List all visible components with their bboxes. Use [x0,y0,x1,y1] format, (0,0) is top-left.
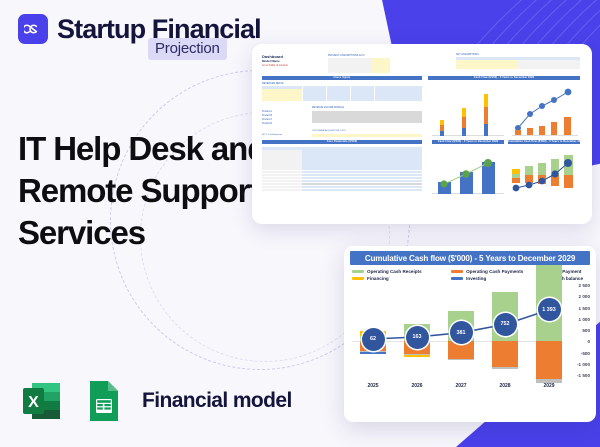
mini-chart-net-cash-flow [432,152,504,202]
x-tick: 2028 [499,383,511,389]
block-label-revenues-detail: REVENUES DETAIL [262,82,285,85]
bar-segment-operating-payments [448,341,474,359]
page-title: IT Help Desk and Remote Support Services [18,130,267,251]
bar-segment-tax-payment [536,379,562,384]
footer-label: Financial model [142,389,292,412]
dashboard-subtitle: Model Name [262,59,280,63]
brand-name: Startup Financial [57,13,262,44]
dashboard-preview-card[interactable]: Dashboard Model Name Go to Table of Cont… [252,44,592,224]
block-label-revenue-volume: REVENUE VOLUME MODULE [312,107,344,109]
y-tick: 0 [587,339,590,345]
microsoft-excel-icon: X [23,383,60,419]
brand-lockup: Startup Financial [18,13,262,44]
dashboard-preview-inner: Dashboard Model Name Go to Table of Cont… [256,48,588,220]
legend-label: Tax Payment [553,268,582,274]
legend-label: Operating Cash Payments [466,268,524,274]
block-label-cac: CUSTOMER ACQUISITION COST [312,130,346,132]
revenues-detail-table [262,86,422,101]
mini-chart-profitability [512,84,578,136]
bar-segment-operating-payments [492,341,518,367]
row-label-product-d: Product D [262,123,273,125]
section-header-user-inputs: Users Inputs [262,76,422,80]
legend-swatch-icon [352,269,364,273]
chart-bars-area: 62 163 381 752 1 393 [352,264,562,384]
core-financials-table [262,147,422,192]
y-tick: -1 000 [576,361,590,367]
data-label-2027: 381 [449,321,473,345]
mini-chart-revenues [432,84,504,136]
chart-title: Cumulative Cash flow ($'000) - 5 Years t… [350,251,590,265]
legend-item-operating-cash-receipts: Operating Cash Receipts [352,269,451,274]
data-label-2026: 163 [405,325,429,349]
revenue-volume-table [312,111,422,123]
y-tick: 2 500 [578,283,591,288]
section-header-cashflow-2: Cash Flow ($'000) - 5 Years to December … [432,140,504,144]
bar-segment-tax-payment [492,366,518,370]
dashboard-toc-link[interactable]: Go to Table of Content [262,63,288,67]
format-footer: X Financial model [18,377,292,425]
y-tick: 1 500 [578,305,591,311]
block-label-kpi: KPI / % of Revenues [262,134,283,136]
y-tick: 1 000 [578,316,591,322]
data-label-2025: 62 [361,327,385,351]
legend-label: Cash balance [553,276,584,281]
key-assumption-table [456,57,580,69]
legend-item-operating-cash-payments: Operating Cash Payments [451,269,538,274]
data-label-2029: 1 393 [537,298,561,322]
legend-label: Operating Cash Receipts [367,268,422,274]
legend-label: Investing [466,276,487,281]
svg-text:X: X [28,394,39,411]
chart-plot: 2 500 2 000 1 500 1 000 500 0 -500 -1 00… [350,264,591,391]
y-tick: -500 [580,350,590,356]
assumption-table [328,58,391,73]
section-header-cumulative: Cumulative Cash flow ($'000) - 5 Years t… [508,140,580,144]
legend-item-financing: Financing [352,276,451,281]
legend-label: Financing [367,276,389,281]
row-label-product-c: Product C [262,119,273,121]
y-tick: -1 500 [576,373,590,378]
cumulative-cashflow-chart-card[interactable]: Cumulative Cash flow ($'000) - 5 Years t… [344,246,596,422]
bar-segment-tax-payment [404,354,430,356]
google-sheets-icon [90,381,118,421]
y-tick: 2 000 [578,294,591,300]
section-header-core-financials: Core Financials ($'000) [262,140,422,144]
y-tick: 500 [582,328,590,333]
chart-y-axis: 2 500 2 000 1 500 1 000 500 0 -500 -1 00… [558,283,591,378]
row-label-product-a: Product A [262,111,272,113]
brand-badge: Projection [148,38,227,60]
bar-segment-financing [404,355,430,358]
bar-segment-tax-payment [360,351,386,353]
dashboard-title: Dashboard [262,54,283,59]
x-tick: 2026 [411,383,423,389]
legend-swatch-icon [352,277,364,280]
x-tick: 2029 [543,383,555,389]
bar-segment-tax-payment [448,358,474,361]
block-label-key-assumptions: KEY ASSUMPTIONS [456,53,479,56]
row-label-product-b: Product B [262,115,273,117]
legend-swatch-icon [451,277,464,280]
x-tick: 2027 [455,383,467,389]
legend-item-investing: Investing [451,276,538,281]
infinity-e-logo-icon [18,14,48,44]
section-header-cashflow: Cash Flow ($'000) - 5 Years to December … [428,76,580,80]
chart-x-axis: 2025 2026 2027 2028 2029 [352,377,556,391]
bar-segment-investing [360,352,386,355]
mini-chart-cumulative-cashflow [508,152,580,202]
block-label-assumptions: PROJECT ASSUMPTIONS & FX [328,54,365,57]
bar-segment-operating-payments [536,341,562,380]
cac-table [312,134,422,137]
x-tick: 2025 [367,383,379,389]
legend-swatch-icon [451,269,464,273]
data-label-2028: 752 [493,312,517,336]
